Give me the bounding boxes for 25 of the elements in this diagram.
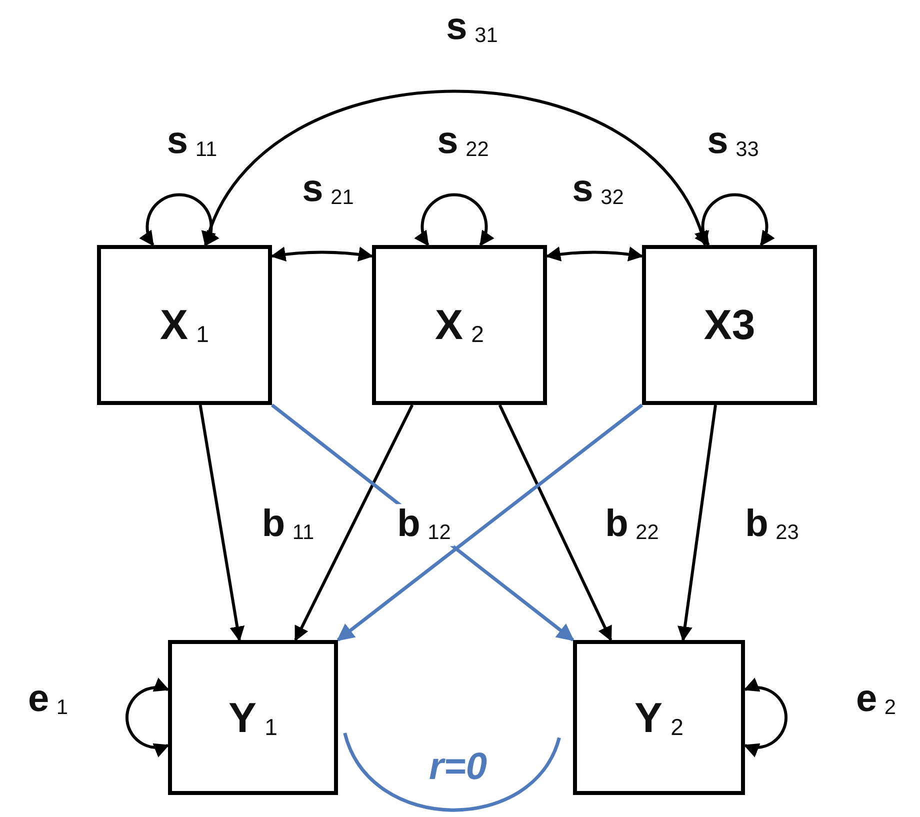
arrow (336, 404, 644, 642)
connector-line (343, 732, 561, 812)
variable-label: X$_{2}$ (435, 301, 484, 349)
arrow (294, 404, 414, 642)
double-headed-arrow (546, 246, 644, 262)
loop-arrow (140, 193, 219, 246)
arrow (198, 404, 245, 642)
loop-arrow (414, 193, 494, 246)
variable-label: Y$_{2}$ (634, 694, 684, 742)
double-headed-arrow (270, 246, 374, 262)
edge-label: b$_{12}$ (394, 504, 454, 546)
arrow (498, 404, 612, 642)
arrow (678, 404, 717, 642)
loop-arrow (695, 193, 774, 246)
variable-box (372, 245, 547, 405)
variable-box (168, 640, 338, 795)
loop-arrow (125, 678, 170, 757)
variable-box (573, 640, 745, 795)
variable-box (97, 245, 272, 405)
variable-label: X$_{1}$ (160, 301, 209, 349)
variable-box (642, 245, 817, 405)
variable-label: Y$_{1}$ (228, 694, 278, 742)
double-headed-arrow (204, 90, 707, 246)
loop-arrow (744, 678, 788, 757)
variable-label: X3 (704, 301, 756, 349)
